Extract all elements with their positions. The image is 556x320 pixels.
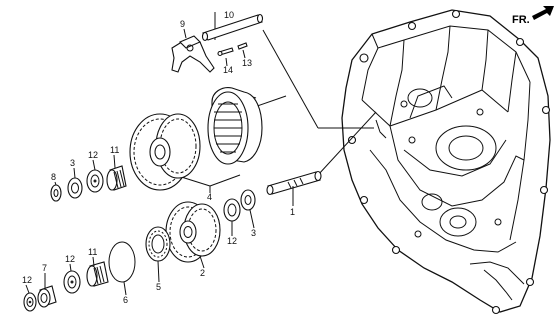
part-9-shift-fork (171, 35, 215, 73)
part-3-washer-a (67, 177, 83, 199)
label-part-13: 13 (242, 58, 252, 68)
part-11-needle-bearing-a (106, 165, 127, 191)
label-part-12-d: 12 (65, 254, 75, 264)
part-5-synchro-ring (145, 226, 171, 262)
label-part-3-b: 3 (251, 228, 256, 238)
label-part-2: 2 (200, 268, 205, 278)
label-leader-ticks (25, 28, 294, 296)
arrow-icon (532, 6, 554, 20)
part-4-synchro-hub (207, 87, 263, 165)
part-13-pin (237, 42, 248, 50)
part-1-countershaft (266, 170, 322, 196)
label-part-4: 4 (207, 192, 212, 202)
part-8-washer (50, 184, 62, 202)
label-part-14: 14 (223, 65, 233, 75)
front-direction-label: FR. (512, 14, 530, 26)
label-part-8: 8 (51, 172, 56, 182)
label-part-10: 10 (224, 10, 234, 20)
label-part-11-a: 11 (110, 145, 119, 155)
label-part-12-c: 12 (22, 275, 32, 285)
part-12-bearing-b (223, 198, 241, 222)
part-12-bearing-d (63, 270, 81, 294)
part-11-needle-bearing-b (86, 261, 109, 287)
front-direction-marker: FR. (512, 6, 554, 26)
label-part-3-a: 3 (70, 158, 75, 168)
transmission-case-housing (341, 9, 551, 315)
label-part-9: 9 (180, 19, 185, 29)
label-part-1: 1 (290, 207, 295, 217)
part-12-bearing-c (23, 292, 37, 312)
part-labels: 9 10 14 13 4 8 3 12 11 1 12 3 2 5 6 12 7… (22, 10, 295, 305)
part-14-pin (217, 47, 234, 57)
label-part-12-a: 12 (88, 150, 98, 160)
part-12-bearing-a (86, 169, 104, 193)
part-3-washer-b (240, 189, 256, 211)
label-part-11-b: 11 (88, 247, 97, 257)
part-7-collar (37, 285, 57, 308)
label-part-12-b: 12 (227, 236, 237, 246)
part-6-snap-ring (108, 241, 136, 283)
part-4-gear-large (129, 113, 201, 191)
part-2-gear (165, 201, 221, 263)
label-part-5: 5 (156, 282, 161, 292)
label-part-6: 6 (123, 295, 128, 305)
label-part-7: 7 (42, 263, 47, 273)
part-10-shift-shaft (201, 13, 264, 42)
